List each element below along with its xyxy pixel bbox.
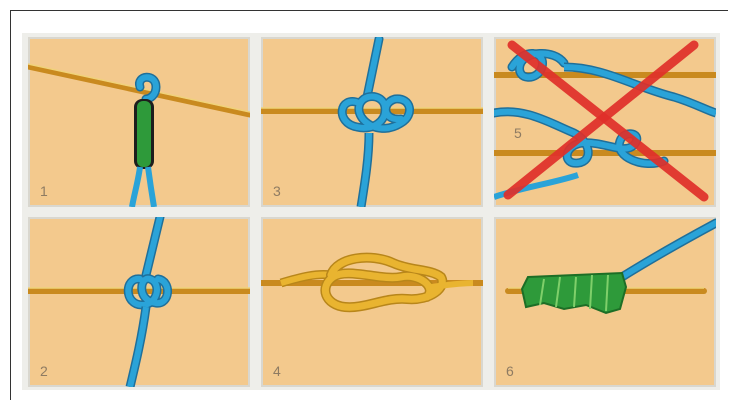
rope-tail (130, 307, 146, 387)
step-panel-4: 4 (261, 217, 483, 387)
step-number: 1 (40, 183, 48, 199)
step-number: 5 (514, 125, 522, 141)
rope-end-a (132, 167, 140, 207)
step-number: 2 (40, 363, 48, 379)
step-panel-5: 5 (494, 37, 716, 207)
step-number: 6 (506, 363, 514, 379)
step-panel-3: 3 (261, 37, 483, 207)
step-number: 3 (273, 183, 281, 199)
step-5-illustration (494, 37, 716, 207)
step-3-illustration (261, 37, 483, 207)
step-panel-6: 6 (494, 217, 716, 387)
rope-end-b (148, 167, 154, 207)
step-4-illustration (261, 217, 483, 387)
rope (622, 223, 716, 277)
step-number: 4 (273, 363, 281, 379)
rope-right (431, 283, 473, 287)
step-panel-2: 2 (28, 217, 250, 387)
step-panel-1: 1 (28, 37, 250, 207)
step-2-illustration (28, 217, 250, 387)
rope-standing (146, 217, 160, 275)
step-6-illustration (494, 217, 716, 387)
knot-steps-grid: 1 3 5 (22, 33, 720, 390)
grip-sleeve (137, 101, 151, 167)
step-1-illustration (28, 37, 250, 207)
